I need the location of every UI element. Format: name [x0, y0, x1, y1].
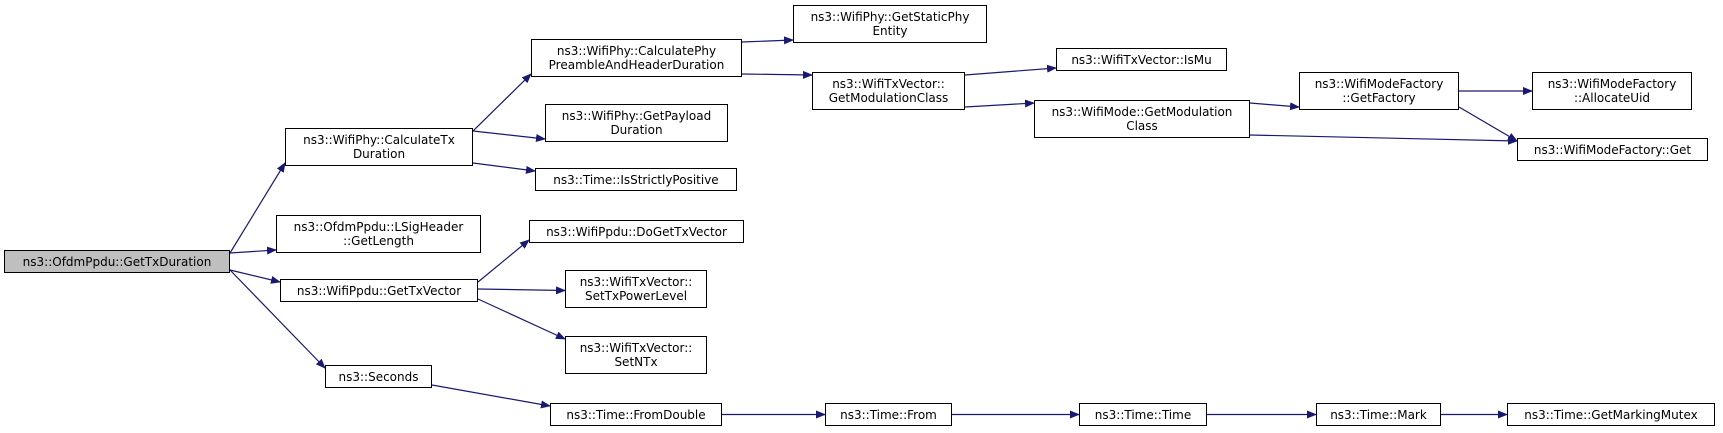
edge-n0-to-n3 [229, 269, 281, 284]
node-time-mark[interactable]: ns3::Time::Mark [1316, 403, 1441, 426]
edge-n0-to-n1 [229, 162, 286, 254]
node-wifippdu-dogettxvector[interactable]: ns3::WifiPpdu::DoGetTxVector [529, 220, 744, 243]
edge-n13-to-n16 [964, 99, 1035, 108]
node-wifiphy-getstaticphyentity[interactable]: ns3::WifiPhy::GetStaticPhy Entity [793, 5, 987, 43]
node-wifimode-getmodulationclass[interactable]: ns3::WifiMode::GetModulation Class [1034, 100, 1250, 138]
edge-n4-to-n11 [431, 384, 551, 409]
node-wifimodefactory-get[interactable]: ns3::WifiModeFactory::Get [1517, 138, 1708, 161]
edge-n16-to-n18 [1249, 102, 1300, 111]
node-wifitxvector-getmodulationclass[interactable]: ns3::WifiTxVector:: GetModulationClass [812, 72, 965, 110]
edge-n0-to-n2 [229, 246, 277, 255]
node-wifimodefactory-getfactory[interactable]: ns3::WifiModeFactory ::GetFactory [1299, 72, 1459, 110]
node-wifiphy-calculatetxduration[interactable]: ns3::WifiPhy::CalculateTx Duration [285, 128, 473, 166]
node-time-getmarkingmutex[interactable]: ns3::Time::GetMarkingMutex [1507, 403, 1715, 426]
node-seconds[interactable]: ns3::Seconds [325, 365, 432, 388]
node-time-time[interactable]: ns3::Time::Time [1079, 403, 1207, 426]
edge-n16-to-n19 [1249, 134, 1518, 145]
node-time-fromdouble[interactable]: ns3::Time::FromDouble [550, 403, 722, 426]
node-wifiphy-calculatephypreambleandheaderduration[interactable]: ns3::WifiPhy::CalculatePhy PreambleAndHe… [531, 39, 742, 77]
edge-n1-to-n7 [472, 162, 536, 174]
node-wifitxvector-ismu[interactable]: ns3::WifiTxVector::IsMu [1056, 48, 1227, 71]
edge-n5-to-n13 [741, 70, 813, 79]
node-time-isstrictlypositive[interactable]: ns3::Time::IsStrictlyPositive [535, 168, 737, 191]
edge-n1-to-n6 [472, 130, 546, 142]
edge-n0-to-n4 [229, 269, 326, 369]
edge-n3-to-n9 [477, 286, 566, 295]
node-wifimodefactory-allocateuid[interactable]: ns3::WifiModeFactory ::AllocateUid [1532, 72, 1692, 110]
node-wifippdu-gettxvector[interactable]: ns3::WifiPpdu::GetTxVector [280, 279, 478, 302]
node-lsigheader-getlength[interactable]: ns3::OfdmPpdu::LSigHeader ::GetLength [276, 215, 481, 253]
edge-n3-to-n10 [477, 298, 566, 340]
edge-n1-to-n5 [472, 73, 532, 132]
node-wifiphy-getpayloadduration[interactable]: ns3::WifiPhy::GetPayload Duration [545, 104, 728, 142]
edge-n18-to-n19 [1458, 106, 1518, 142]
node-time-from[interactable]: ns3::Time::From [825, 403, 952, 426]
edge-n5-to-n12 [741, 36, 794, 45]
node-wifitxvector-settxpowerlevel[interactable]: ns3::WifiTxVector:: SetTxPowerLevel [565, 270, 707, 308]
edge-n3-to-n8 [477, 239, 530, 283]
edge-n13-to-n15 [964, 64, 1057, 76]
node-wifitxvector-setntx[interactable]: ns3::WifiTxVector:: SetNTx [565, 336, 707, 374]
node-ofdmppdu-gettxduration: ns3::OfdmPpdu::GetTxDuration [4, 250, 230, 273]
